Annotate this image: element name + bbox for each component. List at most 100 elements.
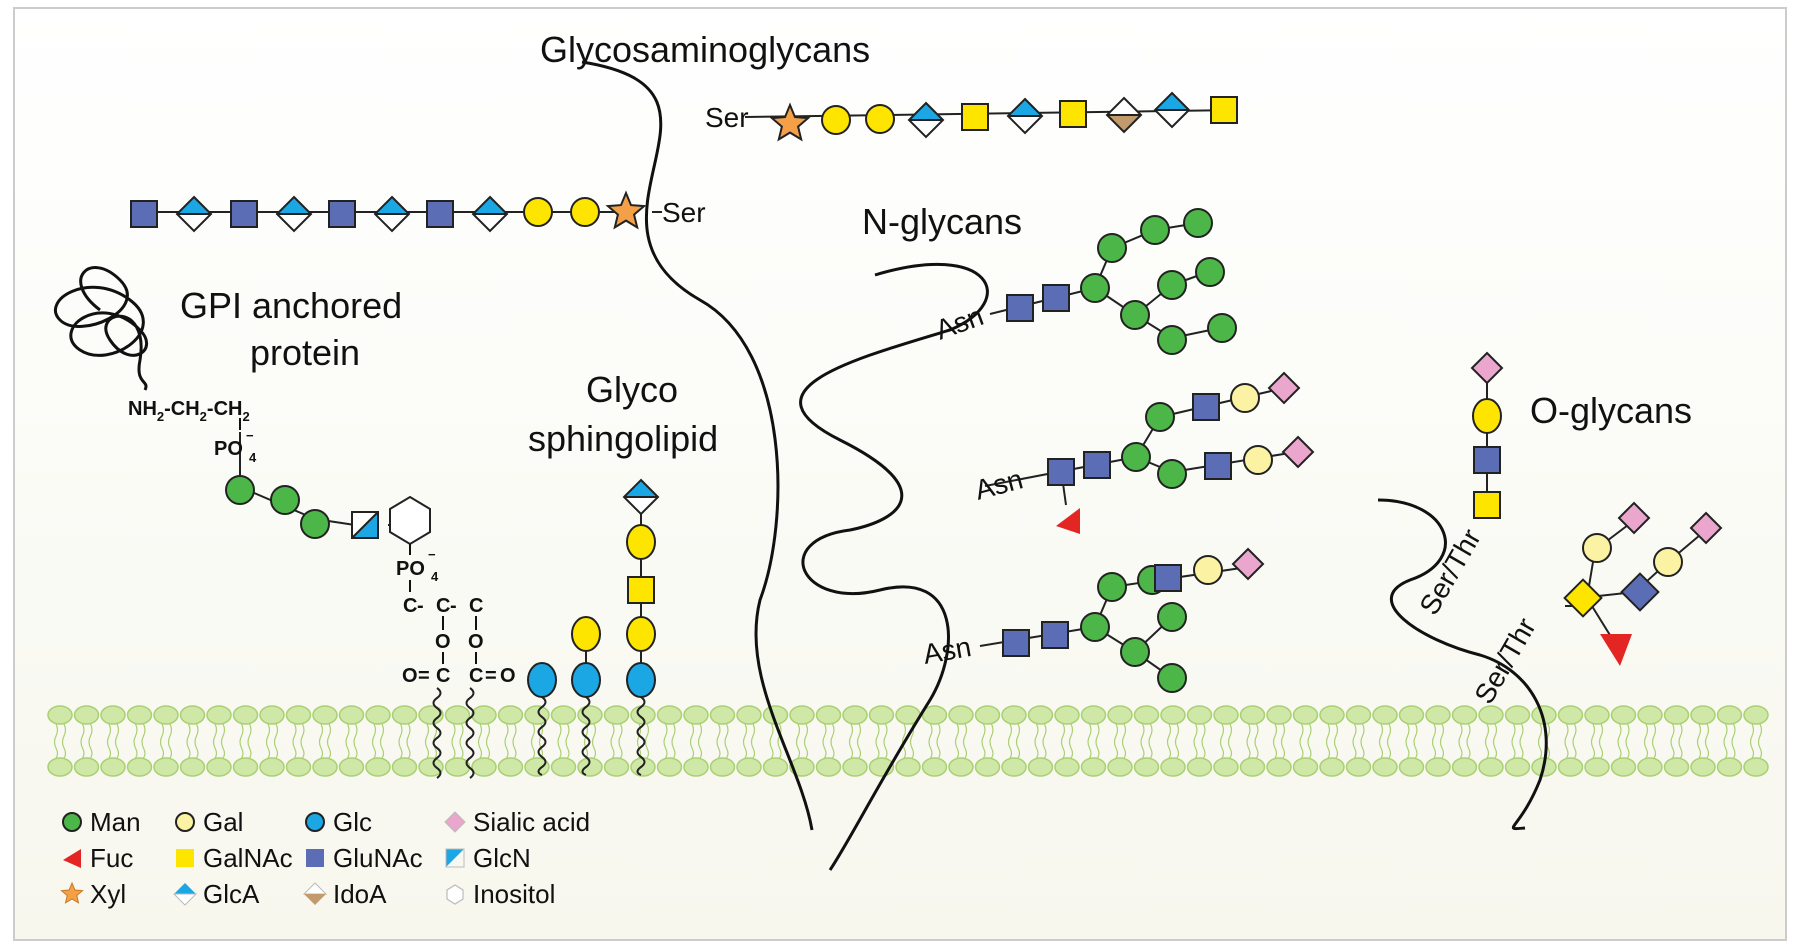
legend-item: GalNAc (176, 843, 293, 873)
gal-circle-icon (571, 616, 601, 652)
glca-diamond-icon (1006, 97, 1044, 135)
legend-label: GluNAc (333, 843, 423, 873)
glcn-square-icon (351, 511, 379, 539)
glcnac-square-icon (1083, 451, 1111, 479)
man-circle-icon (1157, 663, 1187, 693)
svg-text:NH2-CH2-CH2: NH2-CH2-CH2 (128, 398, 250, 424)
legend-item: Xyl (60, 879, 126, 909)
gal-circle-icon (1243, 445, 1273, 475)
red-triangle-icon (63, 849, 81, 868)
gpi-chemistry: NH2-CH2-CH2 PO − 4 PO − 4 C - C - C O O … (128, 398, 516, 687)
gal-circle-icon (1230, 383, 1260, 413)
legend-label: Gal (203, 807, 243, 837)
glcnac-square-icon (130, 200, 158, 228)
glcnac-square-icon (1047, 458, 1075, 486)
man-circle-icon (300, 509, 330, 539)
blue-square-icon (306, 849, 324, 867)
svg-text:4: 4 (249, 450, 257, 465)
svg-text:C: C (469, 595, 483, 617)
man-circle-icon (1157, 459, 1187, 489)
title-gpi-anchored: GPI anchored (180, 285, 402, 326)
galnac-square-icon (627, 576, 655, 604)
half-blue-diamond-icon (172, 883, 198, 906)
idoa-diamond-icon (1105, 96, 1143, 134)
lipid-tails (432, 687, 646, 779)
man-circle-icon (1120, 637, 1150, 667)
legend-item: GlcN (445, 843, 531, 873)
legend-item: Fuc (63, 843, 133, 873)
gal-circle-icon (1472, 398, 1502, 434)
title-glyco: Glyco (586, 369, 678, 410)
pink-diamond-icon (444, 811, 466, 833)
man-circle-icon (1097, 233, 1127, 263)
fuc-triangle-icon (1056, 508, 1080, 534)
svg-text:C: C (436, 595, 450, 617)
galnac-square-icon (1059, 100, 1087, 128)
gpi-protein-tangle (53, 266, 148, 391)
svg-text:−: − (428, 547, 436, 562)
legend-label: Sialic acid (473, 807, 590, 837)
half-blue-square-icon (445, 848, 465, 868)
light-yellow-circle-icon (175, 812, 195, 832)
glcnac-square-icon (426, 200, 454, 228)
man-circle-icon (1157, 325, 1187, 355)
title-n-glycans: N-glycans (862, 201, 1022, 242)
glca-diamond-icon (622, 478, 660, 516)
svg-text:C: C (469, 665, 483, 687)
galnac-square-icon (1210, 96, 1238, 124)
glc-circle-icon (626, 662, 656, 698)
galnac-square-icon (1563, 578, 1603, 618)
sialic-diamond-icon (1231, 547, 1265, 581)
nglycan-protein-curve (799, 262, 989, 871)
fuc-triangle-icon (1600, 634, 1632, 666)
legend-label: GalNAc (203, 843, 293, 873)
svg-text:C: C (403, 595, 417, 617)
man-circle-icon (1120, 300, 1150, 330)
glcnac-square-icon (1473, 446, 1501, 474)
orange-star-icon (60, 881, 84, 904)
legend-item: Inositol (446, 879, 555, 909)
man-circle-icon (1207, 313, 1237, 343)
gal-circle-icon (1653, 547, 1683, 577)
glcnac-square-icon (1042, 284, 1070, 312)
galnac-square-icon (961, 103, 989, 131)
glcnac-square-icon (1154, 564, 1182, 592)
xyl-star-icon (769, 102, 811, 142)
glcnac-square-icon (1192, 393, 1220, 421)
svg-text:=: = (418, 665, 430, 687)
man-circle-icon (270, 485, 300, 515)
sialic-diamond-icon (1617, 501, 1651, 535)
glcnac-square-icon (1204, 452, 1232, 480)
svg-text:C: C (436, 665, 450, 687)
legend-label: GlcN (473, 843, 531, 873)
legend-item: Gal (175, 807, 243, 837)
title-gpi-protein: protein (250, 332, 360, 373)
legend-item: Glc (305, 807, 372, 837)
gag-protein-curve (581, 60, 814, 831)
gal-circle-icon (523, 197, 553, 227)
blue-circle-icon (305, 812, 325, 832)
legend-label: Inositol (473, 879, 555, 909)
man-circle-icon (1195, 257, 1225, 287)
glcnac-square-icon (1006, 294, 1034, 322)
glc-circle-icon (527, 662, 557, 698)
man-circle-icon (1140, 215, 1170, 245)
half-tan-diamond-icon (302, 882, 328, 905)
figure-frame (13, 7, 1787, 941)
svg-text:O: O (468, 631, 484, 653)
sugar-residues (130, 91, 1723, 698)
sialic-diamond-icon (1281, 435, 1315, 469)
svg-text:O: O (435, 631, 451, 653)
glcnac-square-icon (1620, 572, 1660, 612)
svg-text:-: - (417, 595, 424, 617)
sialic-diamond-icon (1689, 511, 1723, 545)
svg-text:−: − (246, 428, 254, 443)
lipid-bilayer (47, 705, 1769, 777)
glca-diamond-icon (275, 195, 313, 233)
man-circle-icon (1080, 273, 1110, 303)
legend-item: GlcA (172, 879, 260, 909)
legend-item: Sialic acid (444, 807, 590, 837)
sialic-diamond-icon (1470, 351, 1504, 385)
legend-item: Man (62, 807, 141, 837)
